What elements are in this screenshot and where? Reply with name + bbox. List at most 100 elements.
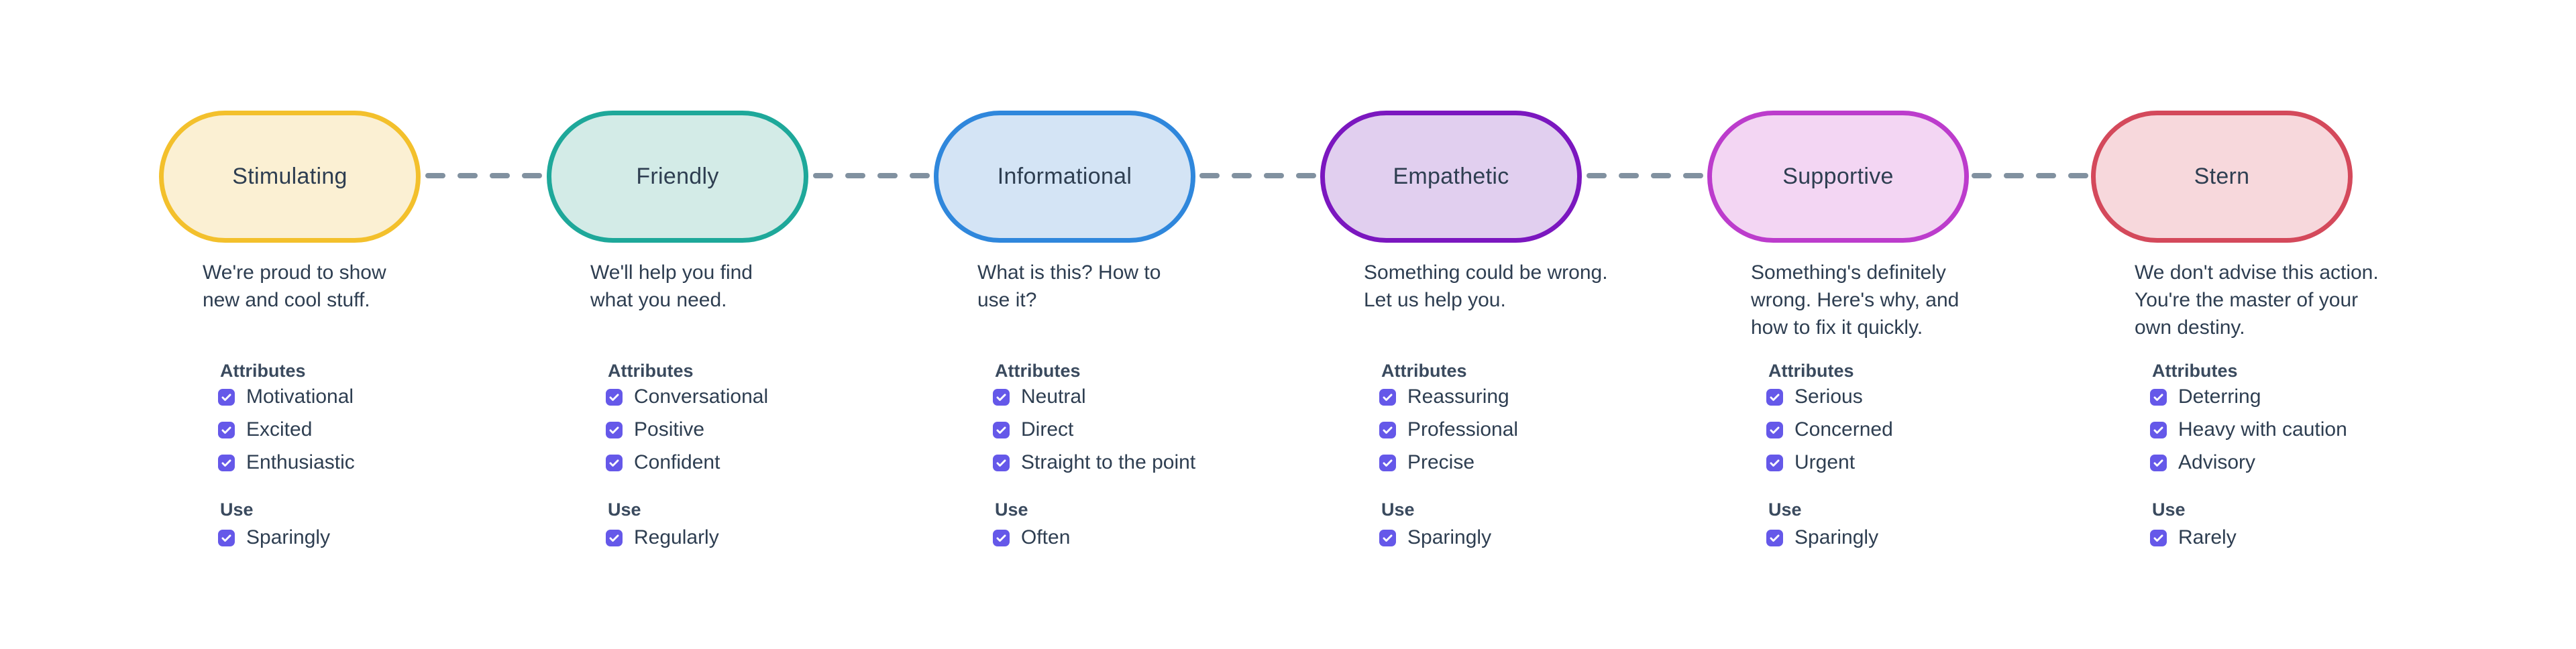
- attribute-label: Conversational: [634, 386, 769, 408]
- connector-dash: [1972, 173, 1992, 178]
- attributes-section: Attributes Serious Concerned Urgent: [1766, 361, 1893, 474]
- checkbox-checked-icon[interactable]: [1766, 454, 1783, 471]
- tone-pill-label: Informational: [997, 164, 1132, 189]
- attributes-list: Deterring Heavy with caution Advisory: [2150, 386, 2347, 474]
- checkbox-checked-icon[interactable]: [606, 529, 623, 546]
- use-section: Use Regularly: [606, 499, 719, 549]
- attribute-item: Advisory: [2150, 451, 2347, 474]
- attribute-item: Precise: [1379, 451, 1518, 474]
- checkbox-checked-icon[interactable]: [993, 388, 1010, 406]
- attribute-label: Neutral: [1021, 386, 1086, 408]
- checkbox-checked-icon[interactable]: [1379, 529, 1396, 546]
- attribute-item: Serious: [1766, 386, 1893, 408]
- connector-dash: [2068, 173, 2088, 178]
- connector-dash: [1232, 173, 1252, 178]
- connector-line: [421, 173, 547, 178]
- use-item: Sparingly: [1766, 526, 1878, 549]
- checkbox-checked-icon[interactable]: [606, 454, 623, 471]
- use-list: Regularly: [606, 526, 719, 549]
- tone-description: We'll help you find what you need.: [590, 261, 753, 311]
- checkbox-checked-icon[interactable]: [993, 421, 1010, 438]
- attribute-item: Motivational: [218, 386, 355, 408]
- attributes-section: Attributes Deterring Heavy with caution …: [2150, 361, 2347, 474]
- use-list: Often: [993, 526, 1070, 549]
- tone-pill-label: Supportive: [1782, 164, 1894, 189]
- checkbox-checked-icon[interactable]: [218, 421, 235, 438]
- use-list: Rarely: [2150, 526, 2237, 549]
- checkbox-checked-icon[interactable]: [2150, 529, 2167, 546]
- attribute-label: Heavy with caution: [2178, 418, 2347, 440]
- use-value-label: Rarely: [2178, 526, 2237, 548]
- attribute-item: Straight to the point: [993, 451, 1195, 474]
- checkbox-checked-icon[interactable]: [2150, 454, 2167, 471]
- connector-dash: [1618, 173, 1639, 178]
- tone-pill-friendly: Friendly: [547, 111, 808, 243]
- checkbox-checked-icon[interactable]: [993, 529, 1010, 546]
- attribute-label: Serious: [1794, 386, 1863, 408]
- attribute-item: Professional: [1379, 418, 1518, 441]
- tone-pill-label: Stimulating: [232, 164, 347, 189]
- attributes-section: Attributes Reassuring Professional Preci…: [1379, 361, 1518, 474]
- attribute-label: Urgent: [1794, 451, 1856, 473]
- use-item: Rarely: [2150, 526, 2237, 549]
- connector-dash: [2004, 173, 2024, 178]
- use-value-label: Sparingly: [246, 526, 331, 548]
- checkbox-checked-icon[interactable]: [218, 529, 235, 546]
- tone-description: Something could be wrong. Let us help yo…: [1364, 261, 1608, 311]
- checkbox-checked-icon[interactable]: [2150, 388, 2167, 406]
- connector-line: [808, 173, 934, 178]
- tone-description: We're proud to show new and cool stuff.: [203, 261, 386, 311]
- checkbox-checked-icon[interactable]: [606, 421, 623, 438]
- checkbox-checked-icon[interactable]: [993, 454, 1010, 471]
- attribute-item: Excited: [218, 418, 355, 441]
- tone-description: Something's definitely wrong. Here's why…: [1751, 261, 1960, 339]
- use-heading: Use: [220, 499, 254, 520]
- tone-column-empathetic: Empathetic Something could be wrong. Let…: [1320, 0, 1656, 649]
- connector-dash: [1296, 173, 1316, 178]
- attributes-section: Attributes Motivational Excited Enthusia…: [218, 361, 355, 474]
- attribute-label: Positive: [634, 418, 705, 440]
- attributes-heading: Attributes: [220, 361, 306, 381]
- attributes-list: Neutral Direct Straight to the point: [993, 386, 1195, 474]
- use-list: Sparingly: [1379, 526, 1491, 549]
- attribute-label: Motivational: [246, 386, 354, 408]
- checkbox-checked-icon[interactable]: [1379, 454, 1396, 471]
- connector-dash: [812, 173, 833, 178]
- connector-dash: [522, 173, 542, 178]
- connector-dash: [490, 173, 510, 178]
- tone-column-stimulating: Stimulating We're proud to show new and …: [159, 0, 494, 649]
- checkbox-checked-icon[interactable]: [1766, 388, 1783, 406]
- use-heading: Use: [1381, 499, 1415, 520]
- checkbox-checked-icon[interactable]: [2150, 421, 2167, 438]
- connector-dash: [1199, 173, 1220, 178]
- attributes-section: Attributes Neutral Direct Straight to th…: [993, 361, 1195, 474]
- connector-dash: [458, 173, 478, 178]
- tone-pill-supportive: Supportive: [1707, 111, 1969, 243]
- tone-pill-empathetic: Empathetic: [1320, 111, 1582, 243]
- connector-dash: [1650, 173, 1671, 178]
- tone-description: We don't advise this action. You're the …: [2135, 261, 2379, 339]
- checkbox-checked-icon[interactable]: [606, 388, 623, 406]
- attribute-label: Reassuring: [1407, 386, 1509, 408]
- connector-dash: [845, 173, 865, 178]
- attributes-heading: Attributes: [995, 361, 1081, 381]
- attribute-item: Conversational: [606, 386, 768, 408]
- connector-dash: [1586, 173, 1607, 178]
- use-heading: Use: [608, 499, 641, 520]
- attributes-section: Attributes Conversational Positive Confi…: [606, 361, 768, 474]
- checkbox-checked-icon[interactable]: [218, 388, 235, 406]
- attribute-label: Enthusiastic: [246, 451, 355, 473]
- connector-dash: [909, 173, 930, 178]
- checkbox-checked-icon[interactable]: [218, 454, 235, 471]
- attributes-list: Conversational Positive Confident: [606, 386, 768, 474]
- use-section: Use Often: [993, 499, 1070, 549]
- checkbox-checked-icon[interactable]: [1379, 388, 1396, 406]
- checkbox-checked-icon[interactable]: [1766, 529, 1783, 546]
- tone-pill-label: Friendly: [636, 164, 719, 189]
- tone-pill-informational: Informational: [934, 111, 1195, 243]
- checkbox-checked-icon[interactable]: [1766, 421, 1783, 438]
- use-item: Often: [993, 526, 1070, 549]
- checkbox-checked-icon[interactable]: [1379, 421, 1396, 438]
- attribute-label: Excited: [246, 418, 313, 440]
- connector-dash: [425, 173, 445, 178]
